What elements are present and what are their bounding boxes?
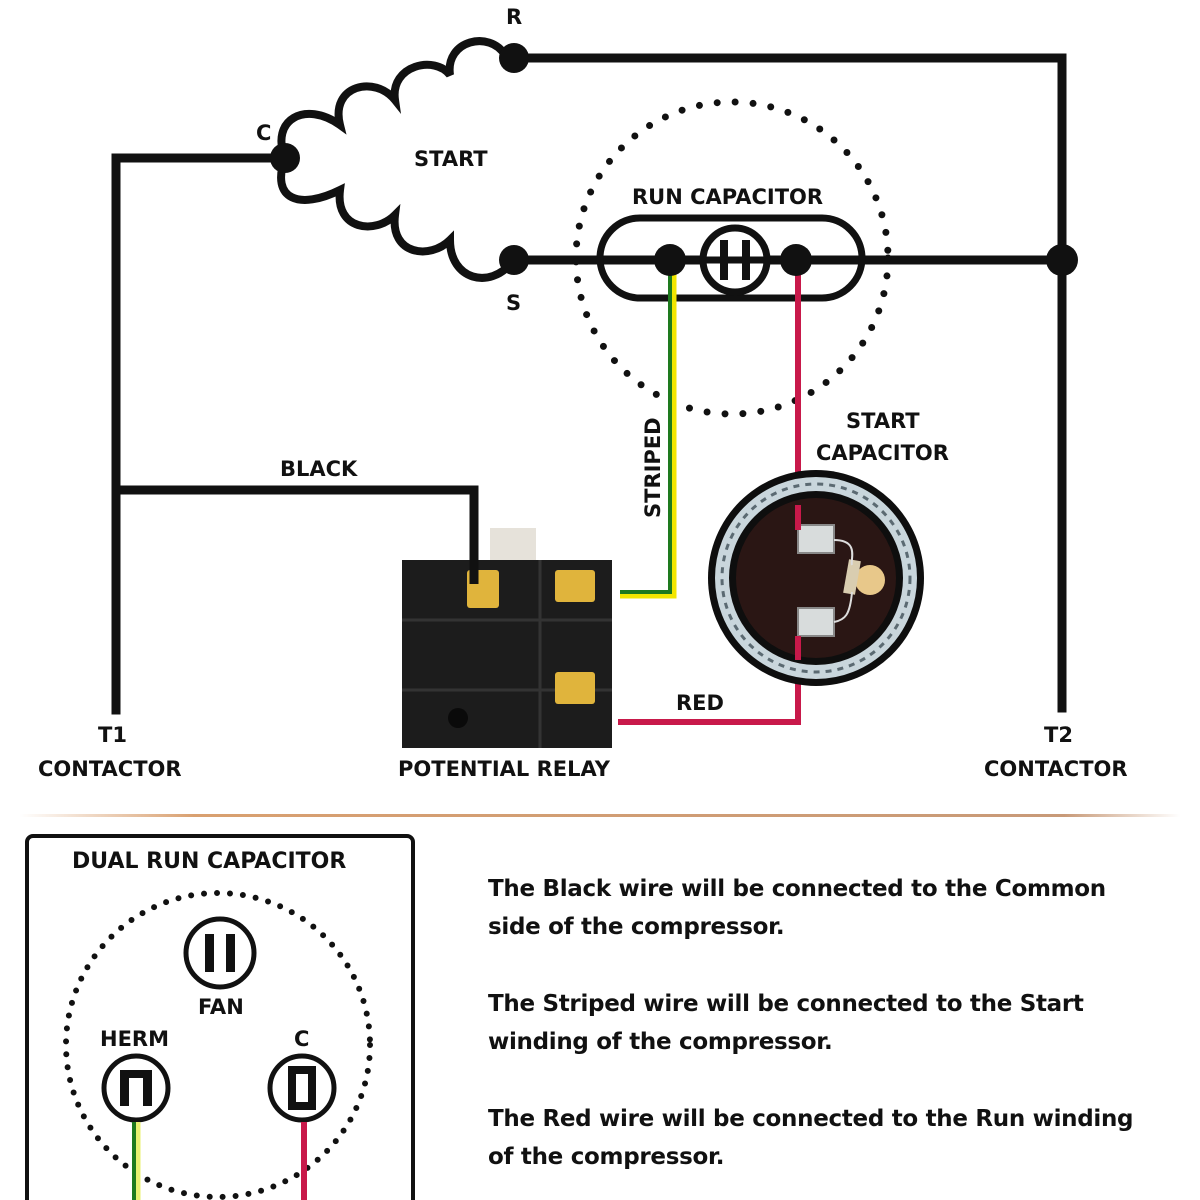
fan-label: FAN <box>198 995 244 1019</box>
terminal-c-label: C <box>256 121 271 145</box>
dual-run-capacitor-title: DUAL RUN CAPACITOR <box>72 849 346 874</box>
relay-terminal-5 <box>555 672 595 704</box>
t1-contactor-label: CONTACTOR <box>38 757 182 781</box>
description-red: The Red wire will be connected to the Ru… <box>488 1100 1188 1176</box>
dual-cap-dotted-circle <box>63 890 373 1200</box>
t2-junction-dot <box>1046 244 1078 276</box>
striped-wire <box>620 262 677 599</box>
description-black: The Black wire will be connected to the … <box>488 870 1188 946</box>
terminal-s-label: S <box>506 291 521 315</box>
c-label: C <box>294 1027 309 1051</box>
run-capacitor-label: RUN CAPACITOR <box>632 185 823 209</box>
start-winding-coil <box>277 37 516 282</box>
run-cap-terminal-right <box>780 244 812 276</box>
terminal-c-dot <box>270 143 300 173</box>
run-capacitor-dotted-circle <box>572 98 892 418</box>
description-black-line2: side of the compressor. <box>488 914 785 940</box>
start-capacitor-label-2: CAPACITOR <box>816 441 949 465</box>
description-striped: The Striped wire will be connected to th… <box>488 985 1188 1061</box>
fan-terminal-icon <box>183 916 257 990</box>
description-red-line1: The Red wire will be connected to the Ru… <box>488 1106 1134 1132</box>
herm-label: HERM <box>100 1027 169 1051</box>
section-divider <box>20 814 1180 817</box>
t1-label: T1 <box>98 723 127 747</box>
run-capacitor-body <box>596 214 866 302</box>
description-striped-line2: winding of the compressor. <box>488 1029 833 1055</box>
t2-label: T2 <box>1044 723 1073 747</box>
terminal-r-label: R <box>506 5 522 29</box>
winding-label: START <box>414 147 488 171</box>
dual-run-capacitor-box <box>25 834 415 1200</box>
relay-label: POTENTIAL RELAY <box>398 757 611 781</box>
herm-terminal-icon <box>101 1053 171 1123</box>
red-label: RED <box>676 691 724 715</box>
description-striped-line1: The Striped wire will be connected to th… <box>488 991 1084 1017</box>
start-capacitor-label-1: START <box>846 409 920 433</box>
potential-relay <box>402 528 612 748</box>
start-capacitor <box>708 470 924 686</box>
herm-striped-wire <box>132 1122 141 1200</box>
description-black-line1: The Black wire will be connected to the … <box>488 876 1106 902</box>
black-label: BLACK <box>280 457 358 481</box>
terminal-r-dot <box>499 43 529 73</box>
run-cap-terminal-left <box>654 244 686 276</box>
striped-label: STRIPED <box>641 417 665 518</box>
r-wire <box>509 53 1067 713</box>
c-terminal-icon <box>267 1053 337 1123</box>
t2-contactor-label: CONTACTOR <box>984 757 1128 781</box>
description-red-line2: of the compressor. <box>488 1144 725 1170</box>
terminal-s-dot <box>499 245 529 275</box>
relay-terminal-2 <box>555 570 595 602</box>
t1-wire <box>111 153 290 715</box>
